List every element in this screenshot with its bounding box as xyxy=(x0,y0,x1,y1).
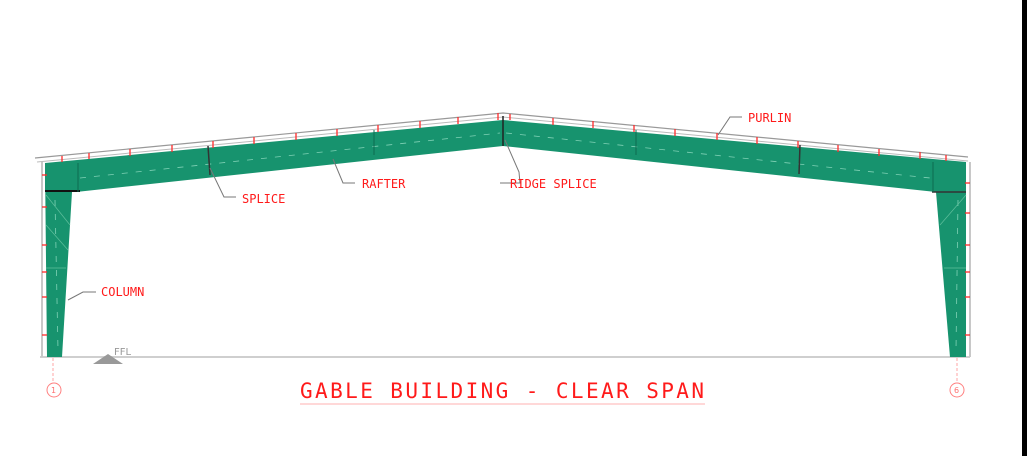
right-splice-plate xyxy=(798,144,801,175)
wall-girts xyxy=(42,174,970,336)
left-rafter xyxy=(45,120,503,192)
roof-sheeting-line xyxy=(34,112,969,159)
rafter-centerlines xyxy=(54,132,959,351)
label-ridge-splice: RIDGE SPLICE xyxy=(510,177,597,191)
gridline-bubble-1 xyxy=(46,382,62,398)
diagram-title: GABLE BUILDING - CLEAR SPAN xyxy=(300,379,704,403)
right-column xyxy=(934,162,966,357)
right-rafter xyxy=(503,120,966,192)
label-splice: SPLICE xyxy=(242,192,285,206)
label-purlin: PURLIN xyxy=(748,111,791,125)
label-rafter: RAFTER xyxy=(362,177,406,191)
leader-lines xyxy=(67,116,742,301)
ffl-marker-icon xyxy=(93,354,123,364)
black-edge-band xyxy=(1022,0,1027,456)
label-column: COLUMN xyxy=(101,285,144,299)
gridline-bubble-6 xyxy=(949,382,965,398)
column-stiffeners xyxy=(45,194,967,269)
left-splice-plate xyxy=(207,145,211,176)
left-column xyxy=(45,163,76,357)
gridline-label-6: 6 xyxy=(954,386,959,395)
purlins xyxy=(61,113,947,162)
label-ffl: FFL xyxy=(114,347,132,358)
gridline-label-1: 1 xyxy=(51,386,56,395)
